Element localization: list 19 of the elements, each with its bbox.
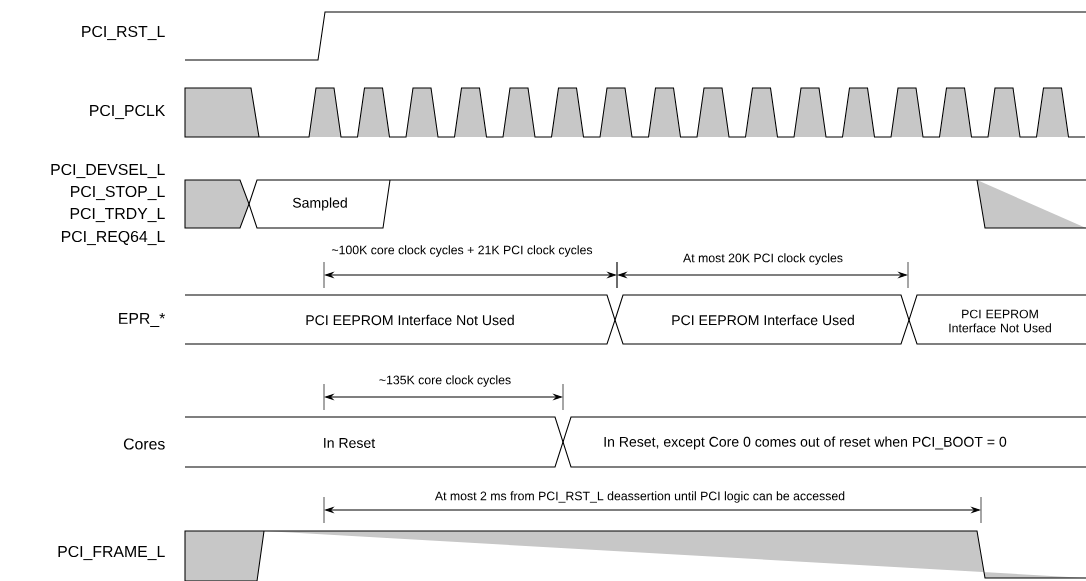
bus-segment: PCI EEPROM Interface Used	[614, 294, 910, 345]
signal-name: PCI_REQ64_L	[59, 229, 167, 247]
signal-name: PCI_DEVSEL_L	[48, 162, 167, 180]
dimension-label: At most 2 ms from PCI_RST_L deassertion until PCI logic can be accessed	[433, 490, 847, 504]
signal-name: PCI_PCLK	[87, 103, 167, 121]
dimension-label: At most 20K PCI clock cycles	[681, 252, 845, 266]
bus-segment: In Reset, except Core 0 comes out of reset when PCI_BOOT = 0	[562, 416, 1086, 468]
bus-segment: In Reset	[184, 416, 564, 468]
signal-name: PCI_STOP_L	[68, 184, 167, 202]
dimension-label: ~100K core clock cycles + 21K PCI clock cycles	[330, 244, 594, 258]
signal-name: PCI_TRDY_L	[68, 206, 167, 224]
signal-name: Cores	[121, 437, 167, 451]
signal-name: PCI_FRAME_L	[56, 544, 167, 562]
bus-segment: PCI EEPROM Interface Not Used	[184, 294, 616, 345]
signal-name: EPR_*	[116, 311, 167, 329]
signal-name: PCI_RST_L	[79, 24, 167, 42]
dimension-label: ~135K core clock cycles	[377, 374, 513, 388]
bus-segment: Sampled	[248, 179, 391, 229]
bus-segment: PCI EEPROM Interface Not Used	[908, 294, 1086, 345]
